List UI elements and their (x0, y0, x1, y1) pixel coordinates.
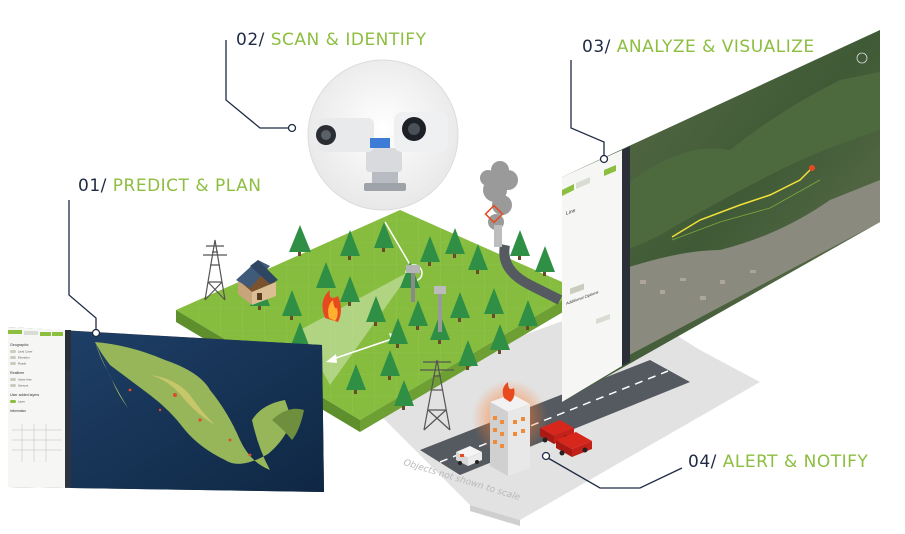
screen1-toggle-3: Roads (18, 362, 27, 366)
screen-analyze-terrain: Line Additional Options (562, 30, 880, 402)
step-number: 03/ (582, 37, 611, 57)
screen1-section-realtime: Realtime (10, 371, 24, 375)
step-alert-notify: 04/ ALERT & NOTIFY (688, 452, 868, 472)
step-number: 01/ (78, 176, 107, 196)
step-predict-plan: 01/ PREDICT & PLAN (78, 176, 261, 196)
camera-link-line (384, 221, 413, 269)
screen1-toggle-2: Elevation (18, 356, 30, 360)
screen1-toggle-5: Sensors (18, 384, 29, 388)
callout-leaders (68, 40, 683, 489)
screen3-panel-title: Line (566, 208, 576, 217)
camera-callout (307, 59, 459, 211)
screen1-section-user: User added layers (10, 393, 39, 397)
step-label: PREDICT & PLAN (112, 176, 262, 196)
power-pylon (203, 239, 227, 301)
camera-fov (300, 270, 412, 385)
step-scan-identify: 02/ SCAN & IDENTIFY (236, 30, 426, 50)
screen1-section-geographic: Geographic (10, 343, 29, 347)
ambulance (456, 446, 482, 466)
step-number: 02/ (236, 30, 265, 50)
wildfire-icon (322, 290, 341, 322)
step-label: ALERT & NOTIFY (722, 452, 869, 472)
ptz-camera-icon (316, 112, 448, 191)
step-number: 04/ (688, 452, 717, 472)
screen-predict-map: Geographic Land Cover Elevation Roads Re… (8, 327, 324, 492)
step-analyze-visualize: 03/ ANALYZE & VISUALIZE (582, 37, 815, 57)
screen1-toggle-6: Layer (18, 400, 25, 404)
smoke-cloud (480, 161, 518, 247)
screen1-toggle-1: Land Cover (18, 350, 33, 354)
fire-truck-2 (556, 432, 592, 457)
power-pylon-2 (420, 359, 454, 431)
step-label: SCAN & IDENTIFY (270, 30, 427, 50)
step-label: ANALYZE & VISUALIZE (616, 37, 815, 57)
camera-pole (406, 265, 420, 302)
house-icon (236, 260, 278, 305)
screen1-toggle-4: Active fires (18, 378, 32, 382)
sensor-mast (434, 286, 446, 332)
burning-building (472, 380, 548, 476)
screen1-panel-title: Information (10, 409, 26, 413)
